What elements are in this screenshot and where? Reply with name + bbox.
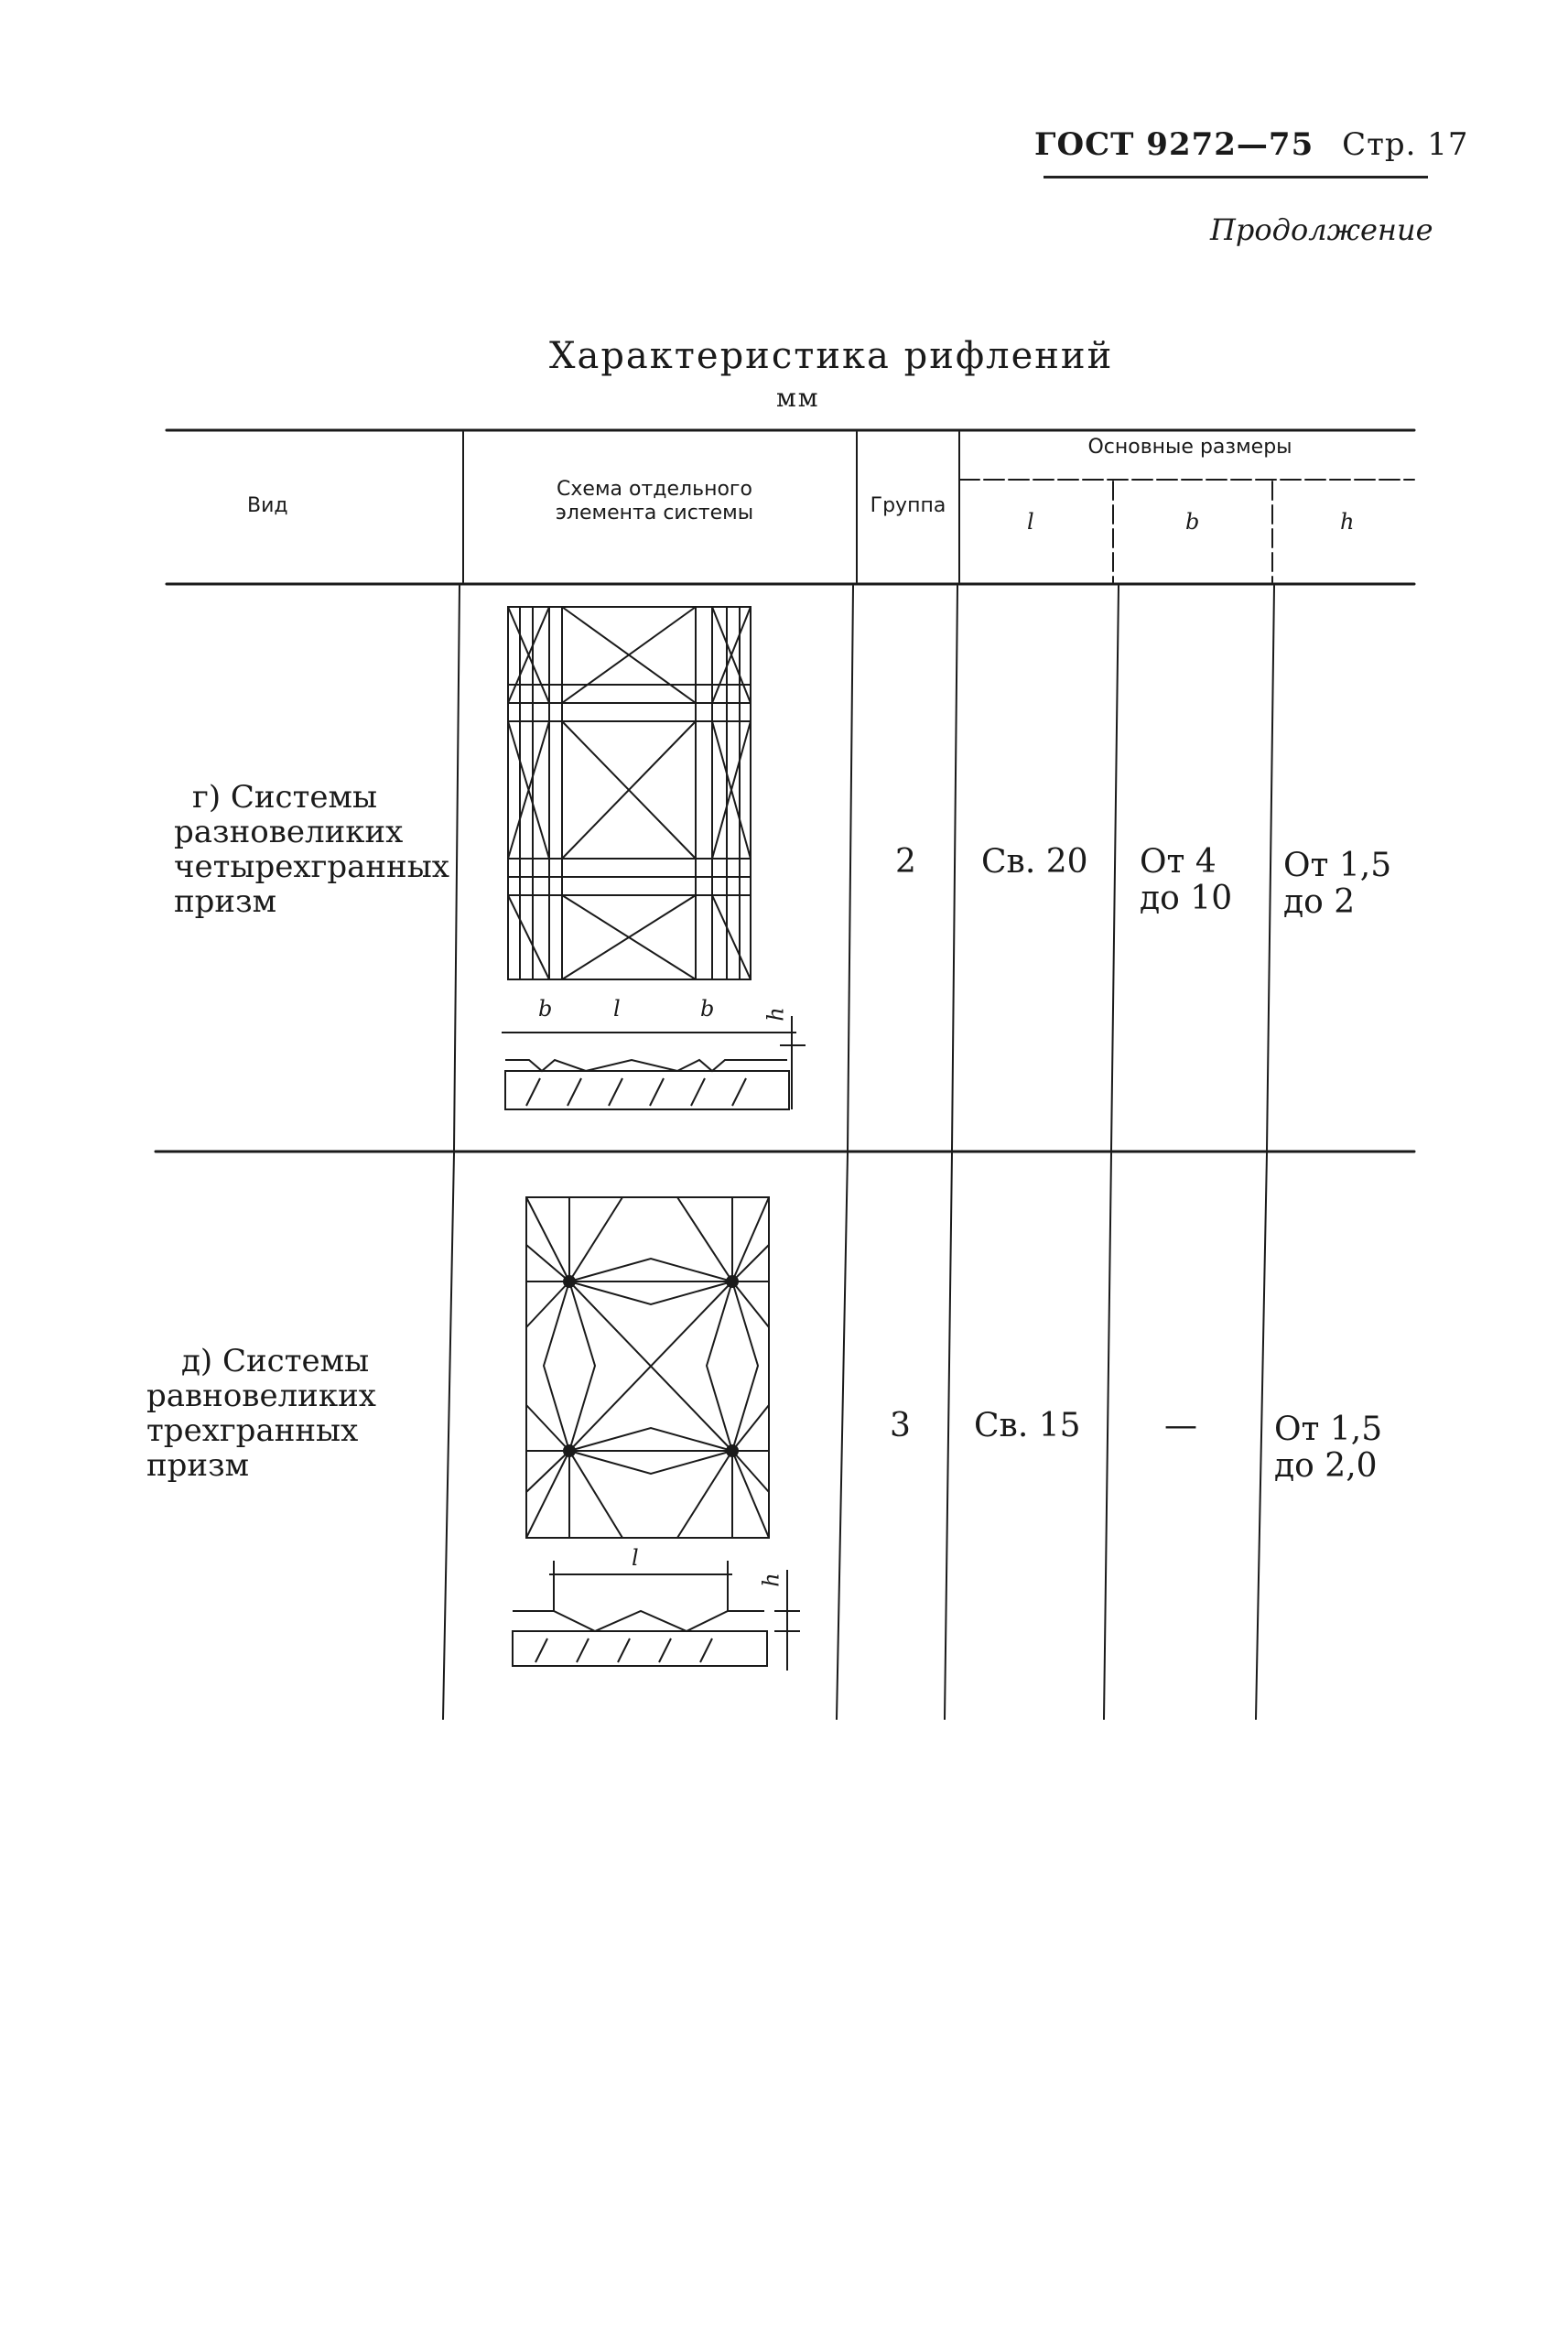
continuation-label: Продолжение bbox=[1210, 212, 1433, 247]
prism-3-section-diagram bbox=[512, 1561, 800, 1671]
row1-diagram-label-b2: b bbox=[700, 996, 715, 1022]
row1-b: От 4 до 10 bbox=[1140, 843, 1233, 917]
body-col-rule-5 bbox=[1266, 585, 1275, 1151]
body-col-rule-9 bbox=[1103, 1152, 1112, 1720]
row1-h: От 1,5 до 2 bbox=[1283, 847, 1392, 921]
row1-vid: г) Системы разновеликих четырехгранных п… bbox=[174, 779, 449, 920]
body-col-rule-6 bbox=[442, 1152, 455, 1720]
row2-vid: д) Системы равновеликих трехгранных приз… bbox=[146, 1343, 376, 1484]
page-number: Стр. 17 bbox=[1342, 126, 1469, 163]
body-col-rule-2 bbox=[847, 585, 854, 1151]
row1-diagram-label-l: l bbox=[613, 996, 621, 1022]
prism-4-section-diagram bbox=[502, 1016, 806, 1110]
prism-4-plan-diagram bbox=[507, 606, 752, 980]
table-units: мм bbox=[776, 383, 820, 413]
row1-group: 2 bbox=[895, 843, 916, 881]
header-rule bbox=[1044, 176, 1428, 178]
document-header: ГОСТ 9272—75 Стр. 17 bbox=[1034, 126, 1469, 163]
row2-b: — bbox=[1164, 1407, 1197, 1444]
row2-h: От 1,5 до 2,0 bbox=[1274, 1411, 1383, 1485]
body-col-rule-7 bbox=[836, 1152, 849, 1720]
col-header-vid: Вид bbox=[247, 494, 288, 517]
body-col-rule-3 bbox=[951, 585, 958, 1151]
col-header-main-dims: Основные размеры bbox=[1087, 436, 1292, 459]
col-header-b: b bbox=[1185, 509, 1200, 535]
table-title: Характеристика рифлений bbox=[549, 335, 1114, 377]
body-col-rule-4 bbox=[1110, 585, 1119, 1151]
row2-diagram-label-l: l bbox=[632, 1545, 639, 1571]
body-col-rule-8 bbox=[944, 1152, 953, 1720]
row1-diagram-label-b1: b bbox=[538, 996, 553, 1022]
standard-number: ГОСТ 9272—75 bbox=[1034, 126, 1314, 163]
row2-l: Св. 15 bbox=[974, 1407, 1081, 1444]
prism-3-plan-diagram bbox=[525, 1196, 770, 1539]
row1-l: Св. 20 bbox=[981, 843, 1088, 881]
row1-diagram-label-h: h bbox=[762, 1007, 789, 1022]
prism-3-apex-dots bbox=[563, 1275, 739, 1457]
row2-diagram-label-h: h bbox=[758, 1573, 784, 1587]
col-header-schema: Схема отдельного элемента системы bbox=[555, 478, 754, 524]
col-header-h: h bbox=[1340, 509, 1355, 535]
col-header-l: l bbox=[1027, 509, 1034, 535]
body-col-rule-10 bbox=[1255, 1152, 1268, 1720]
col-header-group: Группа bbox=[870, 494, 946, 517]
row2-group: 3 bbox=[890, 1407, 911, 1444]
body-col-rule-1 bbox=[453, 585, 460, 1151]
